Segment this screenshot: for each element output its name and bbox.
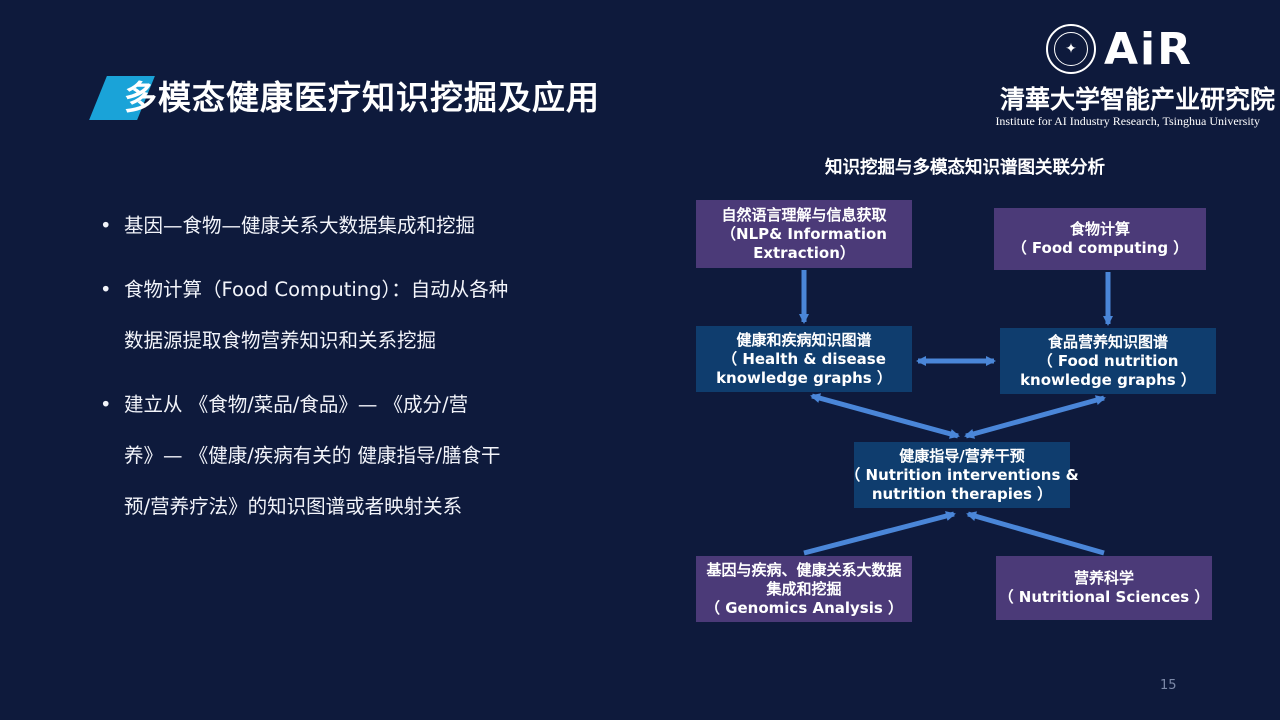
arrow-food-kg-intervention (964, 395, 1106, 439)
institute-name-cn: 清華大学智能产业研究院 (1000, 85, 1276, 114)
air-brand-logo: AiR (1104, 24, 1194, 75)
bullet-dot: • (100, 393, 112, 416)
diagram-title: 知识挖掘与多模态知识谱图关联分析 (825, 158, 1105, 178)
arrow-genomics-to-intervention (803, 511, 956, 556)
bullet-line: 基因—食物—健康关系大数据集成和挖掘 (124, 214, 476, 237)
bullet-item: • 建立从 《食物/菜品/食品》— 《成分/营 养》— 《健康/疾病有关的 健康… (100, 379, 570, 532)
page-title: 多模态健康医疗知识挖掘及应用 (124, 78, 600, 117)
arrow-nutrition-science-to-intervention (966, 511, 1105, 556)
node-nlp: 自然语言理解与信息获取 （NLP& Information Extraction… (696, 200, 912, 268)
bullet-line: 预/营养疗法》的知识图谱或者映射关系 (124, 495, 463, 518)
tsinghua-seal-icon: ✦ (1046, 24, 1096, 74)
node-nutrition-science: 营养科学 （ Nutritional Sciences ） (996, 556, 1212, 620)
bullet-list: • 基因—食物—健康关系大数据集成和挖掘 • 食物计算（Food Computi… (100, 200, 570, 532)
node-genomics: 基因与疾病、健康关系大数据 集成和挖掘 （ Genomics Analysis … (696, 556, 912, 622)
node-health-kg: 健康和疾病知识图谱 （ Health & disease knowledge g… (696, 326, 912, 392)
institute-logo: ✦ AiR 清華大学智能产业研究院 Institute for AI Indus… (995, 22, 1275, 132)
institute-name-en: Institute for AI Industry Research, Tsin… (995, 114, 1260, 128)
bullet-line: 建立从 《食物/菜品/食品》— 《成分/营 (124, 393, 469, 416)
bullet-dot: • (100, 278, 112, 301)
bullet-line: 食物计算（Food Computing）：自动从各种 (124, 278, 509, 301)
bullet-line: 养》— 《健康/疾病有关的 健康指导/膳食干 (124, 444, 501, 467)
bullet-dot: • (100, 214, 112, 237)
page-number: 15 (1160, 678, 1177, 693)
arrow-health-kg-intervention (810, 393, 960, 439)
node-food-kg: 食品营养知识图谱 （ Food nutrition knowledge grap… (1000, 328, 1216, 394)
bullet-item: • 基因—食物—健康关系大数据集成和挖掘 (100, 200, 570, 251)
bullet-line: 数据源提取食物营养知识和关系挖掘 (124, 329, 437, 352)
bullet-item: • 食物计算（Food Computing）：自动从各种 数据源提取食物营养知识… (100, 264, 570, 366)
node-food-computing: 食物计算 （ Food computing ） (994, 208, 1206, 270)
node-intervention: 健康指导/营养干预 （ Nutrition interventions & nu… (845, 442, 1079, 508)
